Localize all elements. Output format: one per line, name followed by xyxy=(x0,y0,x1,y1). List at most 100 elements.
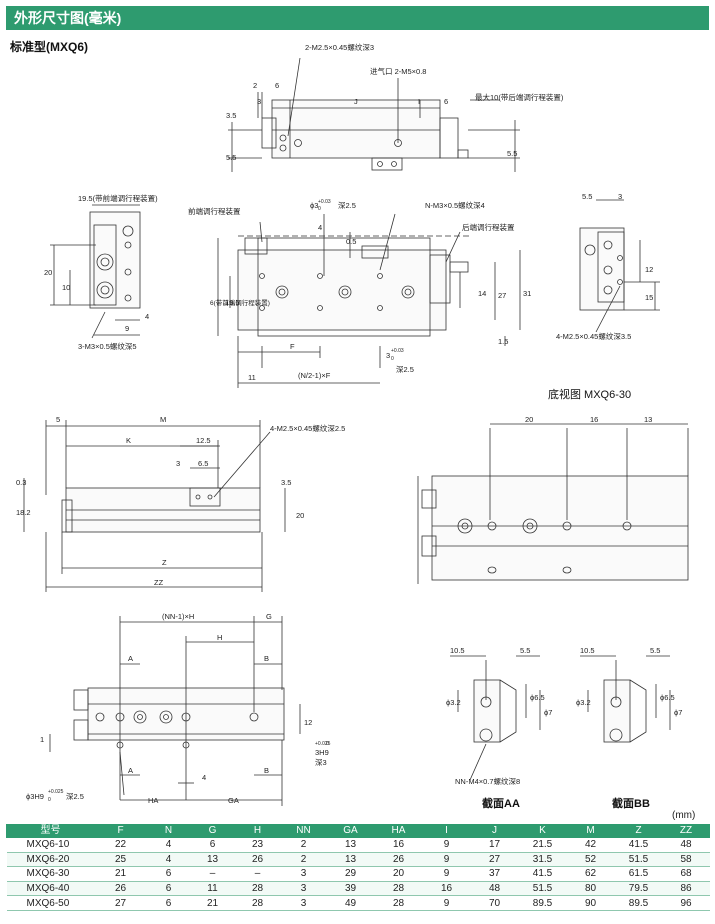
label-d15a: 1.5 xyxy=(498,337,508,346)
header-cell: H xyxy=(234,824,281,838)
value-cell: 96 xyxy=(662,895,710,911)
value-cell: 42 xyxy=(566,837,615,853)
label-h9-tol: +0.025 xyxy=(315,741,331,747)
header-cell: GA xyxy=(326,824,375,838)
front-view xyxy=(217,213,521,388)
label-dI: I xyxy=(418,97,420,106)
label-slot-depth: 深2.5 xyxy=(396,365,414,374)
value-cell: 41.5 xyxy=(518,866,567,882)
label-phi32b: ϕ3.2 xyxy=(576,698,591,707)
label-d31: 31 xyxy=(523,289,531,298)
label-d15b: 15 xyxy=(645,293,653,302)
label-h9-tol0: 0 xyxy=(326,741,329,747)
model-cell: MXQ6-10 xyxy=(6,837,95,853)
label-air-port: 进气口 2-M5×0.8 xyxy=(370,66,426,76)
value-cell: 17 xyxy=(470,837,519,853)
unit-label: (mm) xyxy=(672,810,696,821)
label-dA1: A xyxy=(128,654,133,663)
label-phi3-tol: +0.03 xyxy=(318,199,331,205)
label-slot-tol: +0.03 xyxy=(391,348,404,354)
value-cell: 28 xyxy=(374,881,423,897)
label-m3-5: 3-M3×0.5螺纹深5 xyxy=(78,341,137,351)
header-cell: I xyxy=(422,824,471,838)
label-dZ: Z xyxy=(162,558,167,567)
value-cell: 39 xyxy=(326,881,375,897)
value-cell: 9 xyxy=(422,852,471,868)
label-section-aa: 截面AA xyxy=(482,796,520,810)
label-dM: M xyxy=(160,415,166,424)
value-cell: 21 xyxy=(94,866,147,882)
value-cell: 9 xyxy=(422,837,471,853)
label-dGA: GA xyxy=(228,796,239,805)
side-view xyxy=(23,420,286,592)
label-d12a: 12 xyxy=(645,265,653,274)
label-dF: F xyxy=(290,342,295,351)
value-cell: 80 xyxy=(566,881,615,897)
label-d3b: 3 xyxy=(618,192,622,201)
value-cell: 27 xyxy=(94,895,147,911)
label-dHA: HA xyxy=(148,796,158,805)
label-phi3-tol0: 0 xyxy=(318,206,321,212)
value-cell: 86 xyxy=(662,881,710,897)
label-dB1: B xyxy=(264,654,269,663)
label-phi-h9-tol: +0.025 xyxy=(48,789,64,795)
value-cell: 90 xyxy=(566,895,615,911)
dimension-labels: 2-M2.5×0.45螺纹深3 进气口 2-M5×0.8 最大10(带后端调行程… xyxy=(16,42,682,810)
label-d182: 18.2 xyxy=(16,508,31,517)
label-rear-adj: 后端调行程装置 xyxy=(462,222,515,232)
value-cell: 11 xyxy=(190,881,235,897)
value-cell: 49 xyxy=(326,895,375,911)
label-phi-h9-depth: 深2.5 xyxy=(66,792,84,801)
value-cell: 6 xyxy=(146,881,191,897)
value-cell: 3 xyxy=(280,895,327,911)
label-d10: 10 xyxy=(62,283,70,292)
label-dB2: B xyxy=(264,766,269,775)
model-cell: MXQ6-40 xyxy=(6,881,95,897)
value-cell: 6 xyxy=(146,866,191,882)
label-d55b: 5.5 xyxy=(507,149,517,158)
label-d125: 12.5 xyxy=(196,436,211,445)
label-d12b: 12 xyxy=(304,718,312,727)
value-cell: 25 xyxy=(94,852,147,868)
value-cell: 16 xyxy=(422,881,471,897)
value-cell: 23 xyxy=(234,837,281,853)
label-m25-top: 2-M2.5×0.45螺纹深3 xyxy=(305,42,374,52)
label-section-bb: 截面BB xyxy=(612,796,650,810)
top-view xyxy=(228,57,520,172)
label-d20b: 20 xyxy=(296,511,304,520)
label-depth25: 深2.5 xyxy=(338,201,356,210)
value-cell: 48 xyxy=(662,837,710,853)
label-d27: 27 xyxy=(498,291,506,300)
label-m25-right: 4-M2.5×0.45螺纹深3.5 xyxy=(556,331,631,341)
header-cell: K xyxy=(518,824,567,838)
label-h9-depth: 深3 xyxy=(315,758,327,767)
section-bb xyxy=(580,655,671,743)
label-dA2: A xyxy=(128,766,133,775)
label-d3c: 3 xyxy=(176,459,180,468)
label-phi65b: ϕ6.5 xyxy=(660,693,675,702)
label-d9: 9 xyxy=(125,324,129,333)
label-d3a: 3 xyxy=(257,97,261,106)
value-cell: 29 xyxy=(326,866,375,882)
label-phi65a: ϕ6.5 xyxy=(530,693,545,702)
header-cell: N xyxy=(146,824,191,838)
value-cell: 61.5 xyxy=(614,866,663,882)
header-cell: HA xyxy=(374,824,423,838)
value-cell: 62 xyxy=(566,866,615,882)
bottom-view xyxy=(417,423,689,584)
label-phi3: ϕ3 xyxy=(310,201,318,210)
header-cell: Z xyxy=(614,824,663,838)
label-nm3: N-M3×0.5螺纹深4 xyxy=(425,200,485,210)
value-cell: 2 xyxy=(280,852,327,868)
label-d1: 1 xyxy=(40,735,44,744)
label-phi-h9: ϕ3H9 xyxy=(26,792,44,801)
header-cell: M xyxy=(566,824,615,838)
label-front-adj: 前端调行程装置 xyxy=(188,206,241,216)
label-d16: 16 xyxy=(590,415,598,424)
value-cell: 6 xyxy=(146,895,191,911)
